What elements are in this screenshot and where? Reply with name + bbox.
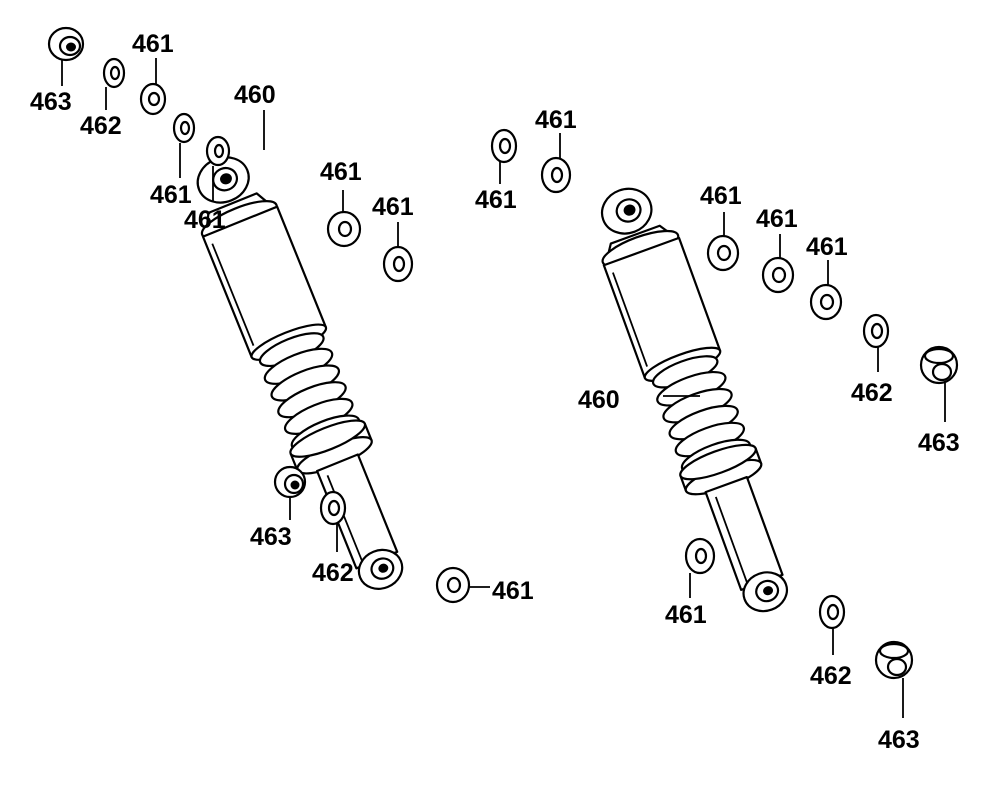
spring-washer [319,490,347,526]
callout-463: 463 [30,88,72,116]
washer [205,135,231,167]
washer [139,82,167,116]
callout-461: 461 [372,193,414,221]
callout-460: 460 [234,81,276,109]
callout-461: 461 [806,233,848,261]
callout-463: 463 [918,429,960,457]
cap-nut [273,465,307,499]
washer [684,537,716,575]
washer [172,112,196,144]
callout-463: 463 [878,726,920,754]
cap-nut [919,345,959,385]
callout-462: 462 [80,112,122,140]
callout-461: 461 [700,182,742,210]
callout-461: 461 [756,205,798,233]
cap-nut [47,26,85,62]
washer [761,256,795,294]
spring-washer [102,57,126,89]
spring-washer [818,594,846,630]
callout-462: 462 [851,379,893,407]
callout-461: 461 [665,601,707,629]
right-shock-absorber [600,187,789,613]
washer [382,245,414,283]
washer [326,210,362,248]
callout-461: 461 [492,577,534,605]
washer [540,156,572,194]
callout-462: 462 [312,559,354,587]
callout-461: 461 [320,158,362,186]
callout-462: 462 [810,662,852,690]
callout-463: 463 [250,523,292,551]
cap-nut [874,640,914,680]
washer [490,128,518,164]
callout-461: 461 [535,106,577,134]
washer [809,283,843,321]
spring-washer [862,313,890,349]
callout-461: 461 [184,206,226,234]
callout-461: 461 [132,30,174,58]
callout-461: 461 [475,186,517,214]
callout-461: 461 [150,181,192,209]
callout-labels: 463 462 461 460 461 461 461 461 461 461 … [30,30,960,754]
callout-460: 460 [578,386,620,414]
washer [706,234,740,272]
washer [435,566,471,604]
leader-lines [61,58,946,718]
left-shock-absorber [196,156,404,590]
